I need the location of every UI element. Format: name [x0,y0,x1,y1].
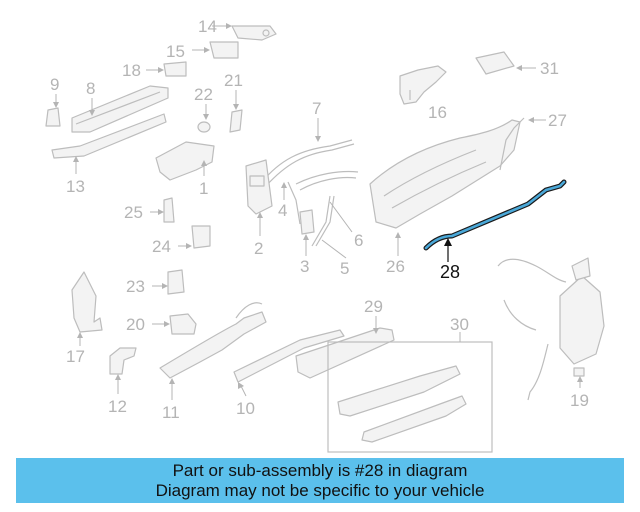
callout-24: 24 [152,237,171,256]
callout-18: 18 [122,61,141,80]
callout-3: 3 [300,257,309,276]
part-17-mirror-bracket [71,271,103,333]
part-8-rail [71,85,169,133]
callout-21: 21 [224,71,243,90]
callout-28: 28 [440,262,460,282]
callout-2: 2 [254,239,263,258]
part-31-bracket [475,51,515,75]
callout-27: 27 [548,111,567,130]
callout-15: 15 [166,42,185,61]
callout-1: 1 [199,179,208,198]
callout-9: 9 [50,75,59,94]
banner-line-2: Diagram may not be specific to your vehi… [155,480,485,500]
callout-7: 7 [312,99,321,118]
parts-diagram: 14 15 18 9 8 21 22 7 13 1 4 25 6 24 2 3 … [45,17,605,453]
part-4-rod [287,181,301,225]
part-9-bracket [45,107,61,127]
callout-26: 26 [386,257,405,276]
callout-17: 17 [66,347,85,366]
callout-13: 13 [66,177,85,196]
part-12-bracket [109,347,137,375]
part-5-rod [311,195,335,247]
callout-5: 5 [340,259,349,278]
callout-12: 12 [108,397,127,416]
callout-16: 16 [428,103,447,122]
banner-line-1: Part or sub-assembly is #28 in diagram [172,460,468,480]
part-11-reinforcement [159,302,267,379]
callout-22: 22 [194,85,213,104]
part-16-handle-bracket [399,65,447,105]
callout-8: 8 [86,79,95,98]
part-19-lock-assembly [497,257,605,401]
callout-14: 14 [198,17,217,36]
callout-19: 19 [570,391,589,410]
callout-25: 25 [124,203,143,222]
callout-29: 29 [364,297,383,316]
part-15-clip [209,41,239,59]
info-banner: Part or sub-assembly is #28 in diagram D… [16,458,624,503]
callout-30: 30 [450,315,469,334]
part-25-clip [163,197,175,223]
part-3-clip [299,209,315,235]
part-2-actuator [245,159,273,215]
part-28-highlight-fill [424,180,566,250]
part-30-box [327,341,493,453]
part-22-grommet [197,121,211,133]
part-24-pad [191,225,211,249]
leader-lines [53,23,583,400]
callout-6: 6 [354,231,363,250]
part-26-door-shell [369,119,521,229]
callout-10: 10 [236,399,255,418]
part-29-sill [295,327,395,379]
callout-11: 11 [162,403,180,422]
part-6-rod [295,170,359,191]
part-23-pad [167,269,185,295]
part-13-rail [51,113,167,159]
part-14-bracket [231,25,277,41]
callout-23: 23 [126,277,145,296]
callout-labels: 14 15 18 9 8 21 22 7 13 1 4 25 6 24 2 3 … [50,17,589,422]
part-20-bracket [169,313,197,335]
callout-20: 20 [126,315,145,334]
callout-4: 4 [278,201,287,220]
callout-31: 31 [540,59,559,78]
part-28-highlighted-cable[interactable] [423,179,567,251]
part-1-bracket [155,141,215,181]
part-21-strip [229,109,243,133]
part-18-clip [163,61,187,77]
part-27-glass-run [499,117,525,171]
